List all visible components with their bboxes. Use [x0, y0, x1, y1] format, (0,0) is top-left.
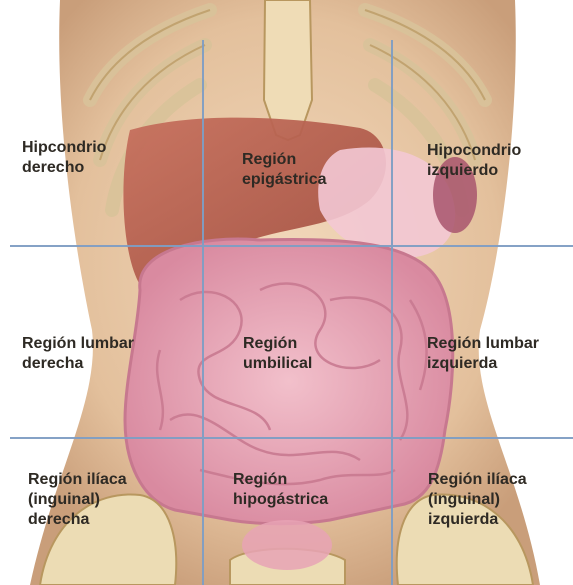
label-right-iliac: Región ilíaca (inguinal) derecha [28, 470, 127, 530]
label-left-lumbar: Región lumbar izquierda [427, 334, 539, 374]
region-1-line-1: Hipcondrio [22, 138, 106, 158]
region-8-line-1: Región [233, 470, 328, 490]
label-left-iliac: Región ilíaca (inguinal) izquierda [428, 470, 527, 530]
label-umbilical: Región umbilical [243, 334, 312, 374]
label-right-hypochondrium: Hipcondrio derecho [22, 138, 106, 178]
region-3-line-1: Hipocondrio [427, 141, 521, 161]
region-9-line-2: (inguinal) [428, 490, 527, 510]
region-8-line-2: hipogástrica [233, 490, 328, 510]
region-5-line-2: umbilical [243, 354, 312, 374]
label-epigastric: Región epigástrica [242, 150, 326, 190]
region-2-line-2: epigástrica [242, 170, 326, 190]
region-7-line-2: (inguinal) [28, 490, 127, 510]
region-6-line-2: izquierda [427, 354, 539, 374]
region-6-line-1: Región lumbar [427, 334, 539, 354]
region-2-line-1: Región [242, 150, 326, 170]
region-7-line-3: derecha [28, 510, 127, 530]
bladder [242, 520, 332, 570]
label-left-hypochondrium: Hipocondrio izquierdo [427, 141, 521, 181]
region-7-line-1: Región ilíaca [28, 470, 127, 490]
label-hypogastric: Región hipogástrica [233, 470, 328, 510]
region-4-line-2: derecha [22, 354, 134, 374]
region-9-line-1: Región ilíaca [428, 470, 527, 490]
label-right-lumbar: Región lumbar derecha [22, 334, 134, 374]
region-9-line-3: izquierda [428, 510, 527, 530]
region-5-line-1: Región [243, 334, 312, 354]
region-4-line-1: Región lumbar [22, 334, 134, 354]
region-3-line-2: izquierdo [427, 161, 521, 181]
region-1-line-2: derecho [22, 158, 106, 178]
